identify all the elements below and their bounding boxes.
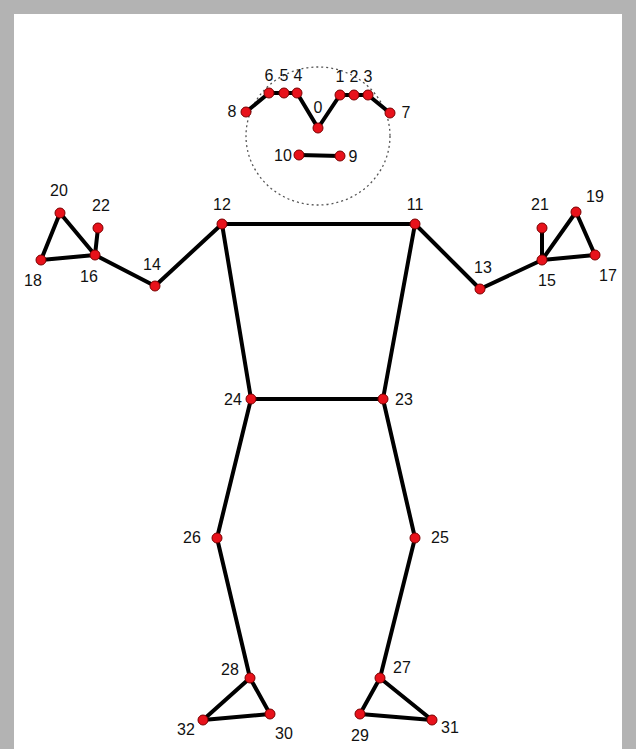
bone-line	[542, 255, 595, 260]
landmark-dot	[55, 208, 65, 218]
landmark-number: 6	[265, 68, 274, 84]
landmark-dot	[335, 90, 345, 100]
landmark-number: 8	[228, 104, 237, 120]
landmark-number: 21	[531, 197, 549, 213]
landmark-number: 29	[351, 728, 369, 744]
landmark-number: 22	[92, 198, 110, 214]
bone-line	[222, 224, 251, 399]
landmark-number: 23	[395, 392, 413, 408]
landmark-dot	[150, 281, 160, 291]
landmark-dot	[246, 394, 256, 404]
landmark-dot	[36, 255, 46, 265]
landmark-dot	[410, 219, 420, 229]
bone-line	[380, 538, 415, 678]
head-outline	[246, 67, 390, 205]
bone-line	[383, 399, 415, 538]
bone-line	[576, 212, 595, 255]
landmark-dot	[590, 250, 600, 260]
landmark-number: 12	[213, 197, 231, 213]
landmark-dot	[241, 107, 251, 117]
landmark-dot	[279, 88, 289, 98]
bone-line	[222, 222, 415, 226]
landmark-dot	[265, 709, 275, 719]
landmark-number: 30	[275, 726, 293, 742]
landmark-dot	[292, 88, 302, 98]
bone-line	[203, 714, 270, 720]
landmark-dot	[294, 150, 304, 160]
landmark-number: 32	[177, 722, 195, 738]
bone-line	[360, 714, 432, 720]
landmark-dot	[212, 533, 222, 543]
landmark-number: 27	[393, 660, 411, 676]
landmark-dot	[93, 223, 103, 233]
landmark-dot	[571, 207, 581, 217]
landmark-number: 18	[24, 273, 42, 289]
landmark-dot	[378, 394, 388, 404]
landmark-number: 9	[349, 149, 358, 165]
landmark-dot	[410, 533, 420, 543]
bone-line	[41, 213, 60, 260]
landmark-dot	[90, 250, 100, 260]
landmark-number: 1	[336, 69, 345, 85]
landmark-dot	[537, 255, 547, 265]
landmark-dot	[363, 90, 373, 100]
bone-line	[41, 255, 95, 260]
landmark-number: 4	[294, 68, 303, 84]
landmark-dot	[245, 673, 255, 683]
landmark-number: 31	[441, 720, 459, 736]
landmark-number: 19	[586, 189, 604, 205]
landmark-dot	[355, 709, 365, 719]
landmark-number: 26	[183, 530, 201, 546]
landmark-dot	[385, 108, 395, 118]
landmark-dot	[198, 715, 208, 725]
bone-line	[360, 678, 380, 714]
bone-line	[251, 397, 383, 401]
landmark-number: 15	[538, 273, 556, 289]
bone-line	[60, 213, 95, 255]
landmark-number: 11	[407, 197, 424, 213]
landmark-dot	[349, 90, 359, 100]
bone-line	[380, 678, 432, 720]
landmark-dots	[36, 88, 600, 725]
landmark-number: 28	[221, 662, 239, 678]
landmark-dot	[537, 223, 547, 233]
landmark-number: 20	[50, 183, 68, 199]
skeleton-lines	[41, 93, 595, 720]
landmark-dot	[375, 673, 385, 683]
bone-line	[203, 678, 250, 720]
bone-line	[155, 224, 222, 286]
bone-line	[383, 224, 415, 399]
landmark-dot	[313, 123, 323, 133]
landmark-number: 3	[364, 69, 373, 85]
landmark-number: 7	[402, 105, 411, 121]
landmark-number: 16	[80, 269, 98, 285]
landmark-number: 14	[143, 257, 161, 273]
landmark-number: 0	[314, 100, 323, 116]
landmark-dot	[427, 715, 437, 725]
landmark-dot	[264, 88, 274, 98]
landmark-dot	[217, 219, 227, 229]
bone-line	[299, 155, 340, 156]
landmark-number: 24	[224, 392, 242, 408]
bone-line	[217, 399, 251, 538]
landmark-number: 2	[350, 69, 359, 85]
landmark-number: 5	[280, 68, 289, 84]
landmark-number: 17	[599, 268, 617, 284]
landmark-dot	[475, 284, 485, 294]
bone-line	[415, 224, 480, 289]
landmark-number: 25	[431, 530, 449, 546]
landmark-number: 13	[474, 260, 492, 276]
bone-line	[250, 678, 270, 714]
landmark-dot	[335, 151, 345, 161]
landmark-number: 10	[274, 148, 292, 164]
bone-line	[217, 538, 250, 678]
bone-line	[542, 212, 576, 260]
